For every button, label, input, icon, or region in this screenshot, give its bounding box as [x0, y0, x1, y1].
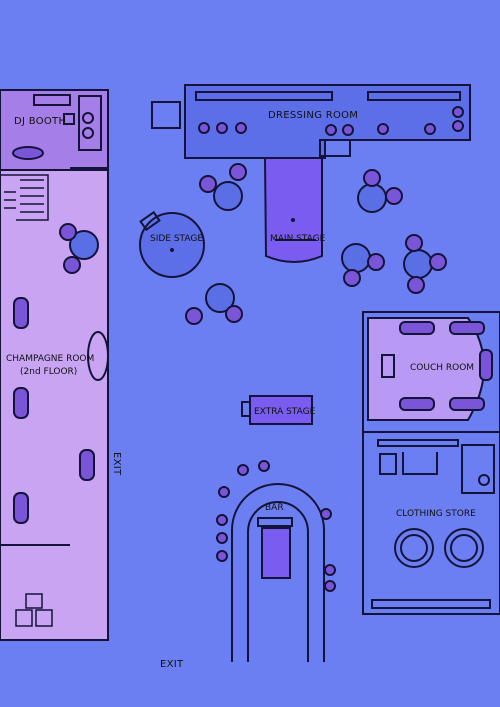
club-table[interactable] [199, 163, 247, 211]
exit-side-label[interactable]: EXIT [111, 452, 122, 476]
staircase-icon [0, 174, 49, 221]
dressing-room-label: DRESSING ROOM [268, 110, 358, 121]
champagne-room[interactable] [0, 89, 109, 641]
clothing-rack-icon [444, 528, 484, 568]
dj-booth-label: DJ BOOTH [14, 116, 66, 127]
dj-console-icon [78, 95, 102, 151]
exit-bottom-label[interactable]: EXIT [160, 659, 184, 670]
champagne-room-label: CHAMPAGNE ROOM [6, 354, 94, 364]
couch-icon [449, 321, 485, 335]
champagne-couch-4[interactable] [13, 492, 29, 524]
storage-boxes-icon [15, 593, 53, 627]
bar-stools [216, 460, 336, 592]
club-table[interactable] [341, 243, 385, 287]
dj-booth[interactable]: DJ BOOTH [0, 89, 109, 171]
champagne-couch-1[interactable] [13, 297, 29, 329]
bar-label: BAR [265, 503, 284, 513]
dressing-stairs-icon [151, 101, 181, 129]
dj-seat-icon [12, 146, 44, 160]
clothing-rack-icon [394, 528, 434, 568]
extra-stage-label: EXTRA STAGE [254, 407, 316, 417]
main-stage[interactable]: MAIN STAGE [263, 157, 326, 263]
main-stage-label: MAIN STAGE [270, 234, 326, 244]
champagne-door[interactable] [87, 331, 109, 381]
couch-room-label: COUCH ROOM [410, 363, 474, 373]
champagne-table-group[interactable] [59, 223, 99, 274]
club-table[interactable] [185, 283, 243, 325]
champagne-couch-3[interactable] [79, 449, 95, 481]
couch-room[interactable]: COUCH ROOM [362, 311, 500, 433]
champagne-room-sublabel: (2nd FLOOR) [20, 367, 77, 377]
dressing-room[interactable]: DRESSING ROOM [151, 84, 471, 159]
couch-icon [479, 349, 493, 381]
club-table[interactable] [403, 234, 447, 294]
fitting-room-icon [461, 444, 495, 494]
champagne-couch-2[interactable] [13, 387, 29, 419]
clothing-store[interactable]: CLOTHING STORE [362, 431, 500, 615]
side-stage-label: SIDE STAGE [150, 234, 203, 244]
clothing-store-label: CLOTHING STORE [396, 509, 476, 519]
couch-icon [449, 397, 485, 411]
side-stage[interactable]: SIDE STAGE [139, 210, 205, 278]
bar[interactable]: BAR [216, 460, 336, 662]
couch-icon [399, 397, 435, 411]
club-table[interactable] [357, 169, 403, 213]
couch-icon [399, 321, 435, 335]
extra-stage[interactable]: EXTRA STAGE [241, 395, 316, 425]
